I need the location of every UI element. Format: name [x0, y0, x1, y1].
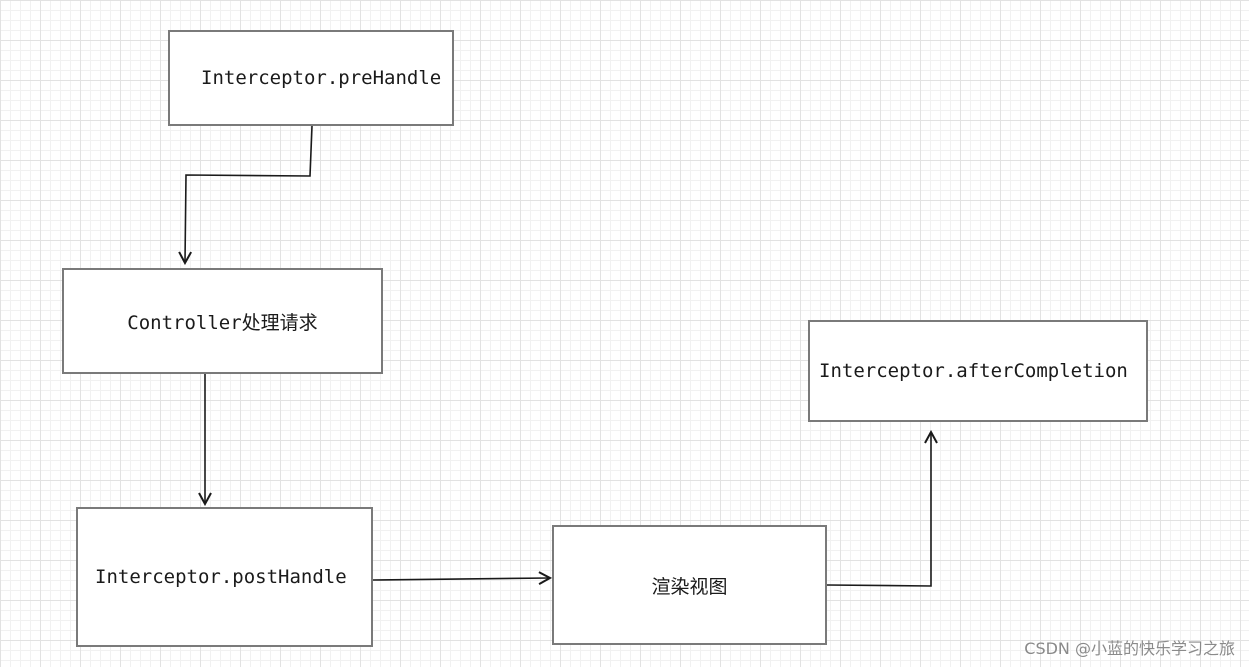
arrow-posthandle-to-render	[372, 578, 549, 580]
render-view-label: 渲染视图	[651, 575, 728, 598]
after-completion-label: Interceptor.afterCompletion	[819, 360, 1128, 382]
controller-node: Controller处理请求	[62, 268, 383, 374]
posthandle-node: Interceptor.postHandle	[76, 507, 373, 647]
arrow-render-to-aftercompletion	[826, 433, 931, 587]
posthandle-label: Interceptor.postHandle	[95, 566, 347, 588]
controller-label: Controller处理请求	[127, 311, 318, 334]
watermark-text: CSDN @小蓝的快乐学习之旅	[1024, 639, 1235, 658]
after-completion-node: Interceptor.afterCompletion	[808, 320, 1148, 422]
prehandle-label: Interceptor.preHandle	[201, 67, 442, 89]
arrow-prehandle-to-controller	[185, 125, 313, 262]
render-view-node: 渲染视图	[552, 525, 827, 645]
prehandle-node: Interceptor.preHandle	[168, 30, 454, 126]
